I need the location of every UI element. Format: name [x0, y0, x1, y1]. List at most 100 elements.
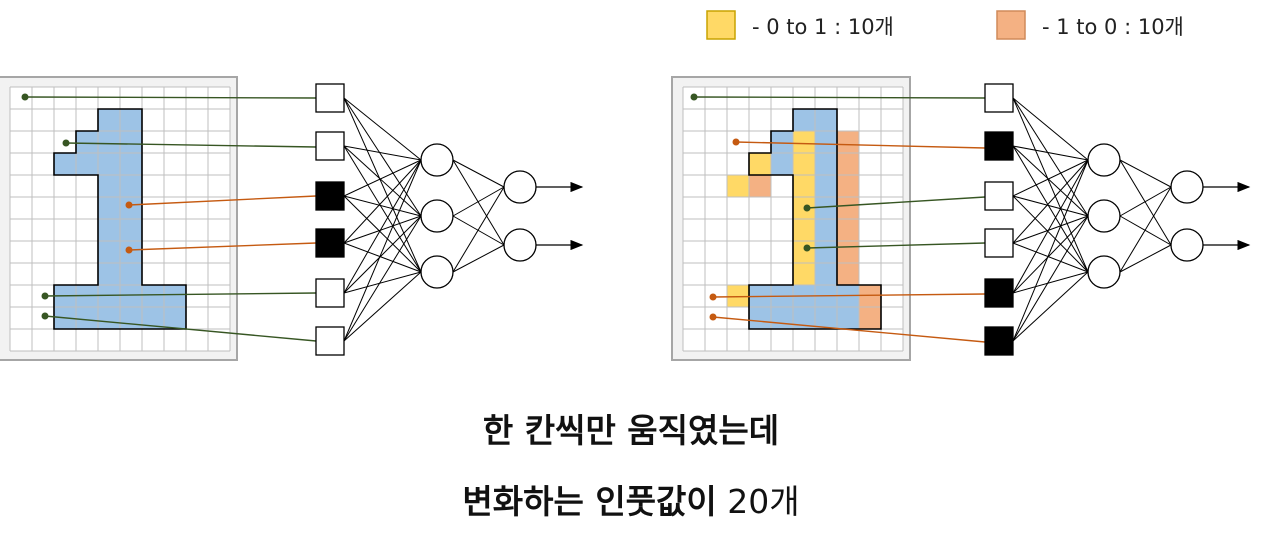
changed-cell-on [793, 219, 815, 241]
input-node [315, 278, 345, 308]
pixel-sample-dot [41, 312, 49, 320]
connection-edge [1119, 159, 1172, 246]
connection-edge [1012, 145, 1089, 161]
connection-edge [1012, 159, 1089, 244]
connection-edge [452, 215, 505, 246]
caption-line-1: 한 칸씩만 움직였는데 [0, 404, 1262, 452]
connection-edge [343, 97, 422, 161]
pixel-connector [65, 142, 317, 148]
connection-edge [1012, 215, 1089, 244]
pixel-connector [44, 315, 317, 342]
connection-edge [1012, 215, 1089, 294]
output-node [1170, 228, 1204, 262]
right-digit-panel [671, 76, 986, 361]
changed-cell-on [793, 153, 815, 175]
connection-edge [1012, 242, 1089, 273]
connection-edge [1012, 195, 1089, 273]
connection-edge [1012, 195, 1089, 217]
left-network [315, 83, 584, 356]
changed-cell-off [837, 197, 859, 219]
output-node [1170, 170, 1204, 204]
connection-edge [343, 145, 422, 273]
connection-edge [452, 159, 505, 246]
hidden-node [420, 143, 454, 177]
changed-cell-on [793, 263, 815, 285]
connection-edge [1012, 159, 1089, 197]
connection-edge [452, 186, 505, 273]
hidden-node [420, 199, 454, 233]
changed-cell-on [793, 241, 815, 263]
pixel-connector [806, 196, 986, 209]
caption-line-1-text: 한 칸씩만 움직였는데 [482, 411, 780, 450]
pixel-sample-dot [125, 246, 133, 254]
connection-edge [1012, 97, 1089, 217]
connection-edge [1119, 186, 1172, 273]
pixel-connector [806, 242, 986, 249]
pixel-connector [735, 141, 986, 149]
digit-outline [748, 108, 882, 330]
connection-edge [452, 186, 505, 217]
connection-edge [1119, 159, 1172, 188]
connection-edge [343, 271, 422, 342]
connection-edge [343, 97, 422, 217]
caption-line-2: 변화하는 인풋값이 20개 [0, 475, 1262, 523]
connection-edge [343, 271, 422, 294]
connection-edge [1012, 271, 1089, 342]
hidden-node [1087, 143, 1121, 177]
pixel-sample-dot [125, 201, 133, 209]
input-node [315, 326, 345, 356]
connection-edge [1012, 159, 1089, 342]
connection-edge [1012, 271, 1089, 294]
right-network [984, 83, 1251, 356]
connection-edge [343, 215, 422, 294]
pixel-sample-dot [803, 244, 811, 252]
connection-edge [343, 145, 422, 161]
pixel-sample-dot [41, 292, 49, 300]
pixel-sample-dot [803, 204, 811, 212]
changed-cell-off [749, 175, 771, 197]
connection-edge [343, 97, 422, 273]
pixel-connector [24, 96, 317, 99]
changed-cell-off [859, 285, 881, 307]
legend-label-yellow: - 0 to 1 : 10개 [752, 15, 894, 39]
changed-cell-off [837, 131, 859, 153]
legend: - 0 to 1 : 10개 - 1 to 0 : 10개 [706, 10, 1184, 40]
connection-edge [343, 195, 422, 217]
pixel-connector [128, 195, 317, 206]
connection-edge [1119, 215, 1172, 246]
changed-cell-off [837, 241, 859, 263]
connection-edge [1012, 159, 1089, 294]
connection-edge [343, 159, 422, 197]
changed-cell-off [837, 219, 859, 241]
input-node [984, 181, 1014, 211]
input-node [315, 228, 345, 258]
connection-edge [343, 215, 422, 342]
connection-edge [343, 159, 422, 244]
connection-edge [1012, 215, 1089, 342]
connection-edge [343, 159, 422, 294]
pixel-connector [693, 96, 986, 99]
changed-cell-off [859, 307, 881, 329]
pixel-sample-dot [21, 93, 29, 101]
pixel-sample-dot [732, 138, 740, 146]
input-node [984, 228, 1014, 258]
connection-edge [343, 145, 422, 217]
input-node [984, 326, 1014, 356]
connection-edge [1012, 145, 1089, 217]
pixel-connector [712, 316, 986, 343]
input-node [984, 131, 1014, 161]
connection-edge [343, 242, 422, 273]
connection-edge [1119, 244, 1172, 273]
input-node [984, 83, 1014, 113]
hidden-node [1087, 199, 1121, 233]
changed-cell-on [749, 153, 771, 175]
pixel-sample-dot [62, 139, 70, 147]
output-node [503, 170, 537, 204]
legend-swatch-orange [996, 10, 1026, 40]
pixel-connector [44, 292, 317, 297]
legend-swatch-yellow [706, 10, 736, 40]
changed-cell-on [727, 285, 749, 307]
connection-edge [1012, 97, 1089, 161]
pixel-sample-dot [709, 293, 717, 301]
